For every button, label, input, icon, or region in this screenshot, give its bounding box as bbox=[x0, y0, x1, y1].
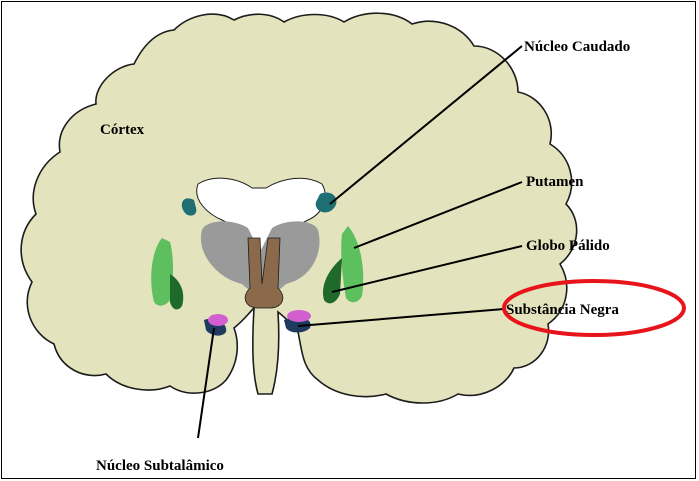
label-putamen: Putamen bbox=[526, 174, 584, 190]
label-nucleo-caudado: Núcleo Caudado bbox=[524, 39, 630, 55]
label-cortex: Córtex bbox=[100, 122, 145, 138]
label-substancia-negra: Substância Negra bbox=[506, 302, 619, 318]
substantia-nigra-right bbox=[287, 310, 311, 322]
substantia-nigra-left bbox=[208, 314, 228, 326]
label-globo-palido: Globo Pálido bbox=[526, 238, 610, 254]
label-nucleo-subtalamico: Núcleo Subtalâmico bbox=[96, 458, 224, 474]
